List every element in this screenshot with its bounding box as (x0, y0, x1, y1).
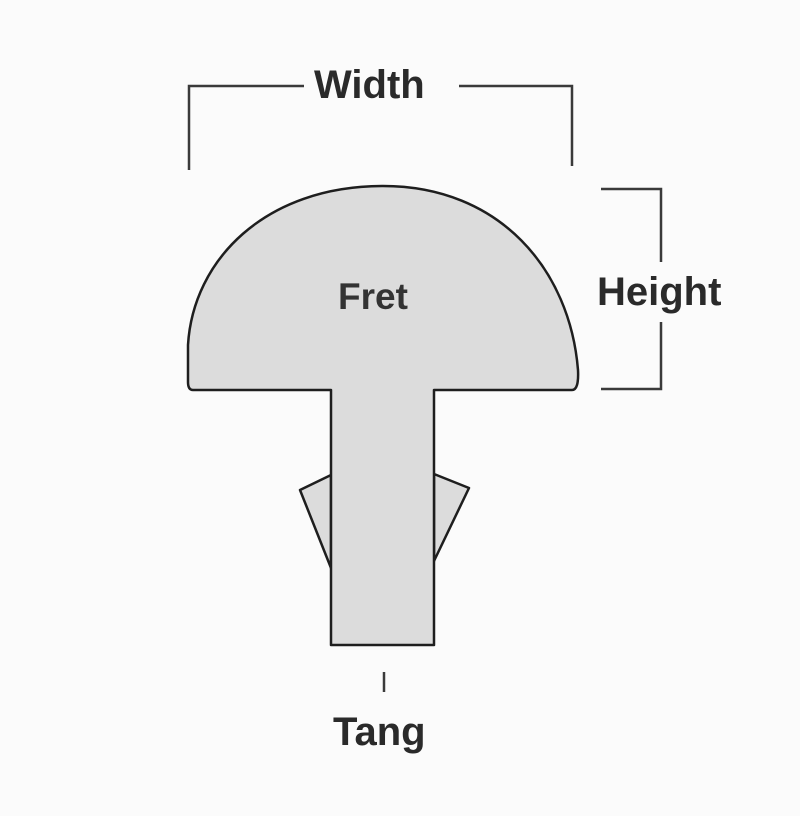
fret-label: Fret (338, 276, 408, 317)
height-label: Height (597, 270, 722, 314)
tang-barb-right (432, 472, 471, 563)
fret-crown-and-tang (186, 184, 580, 647)
width-bracket (187, 84, 574, 170)
tang-barb-left (298, 473, 333, 570)
width-label: Width (314, 63, 425, 107)
height-bracket (601, 187, 663, 391)
tang-label: Tang (333, 710, 426, 754)
